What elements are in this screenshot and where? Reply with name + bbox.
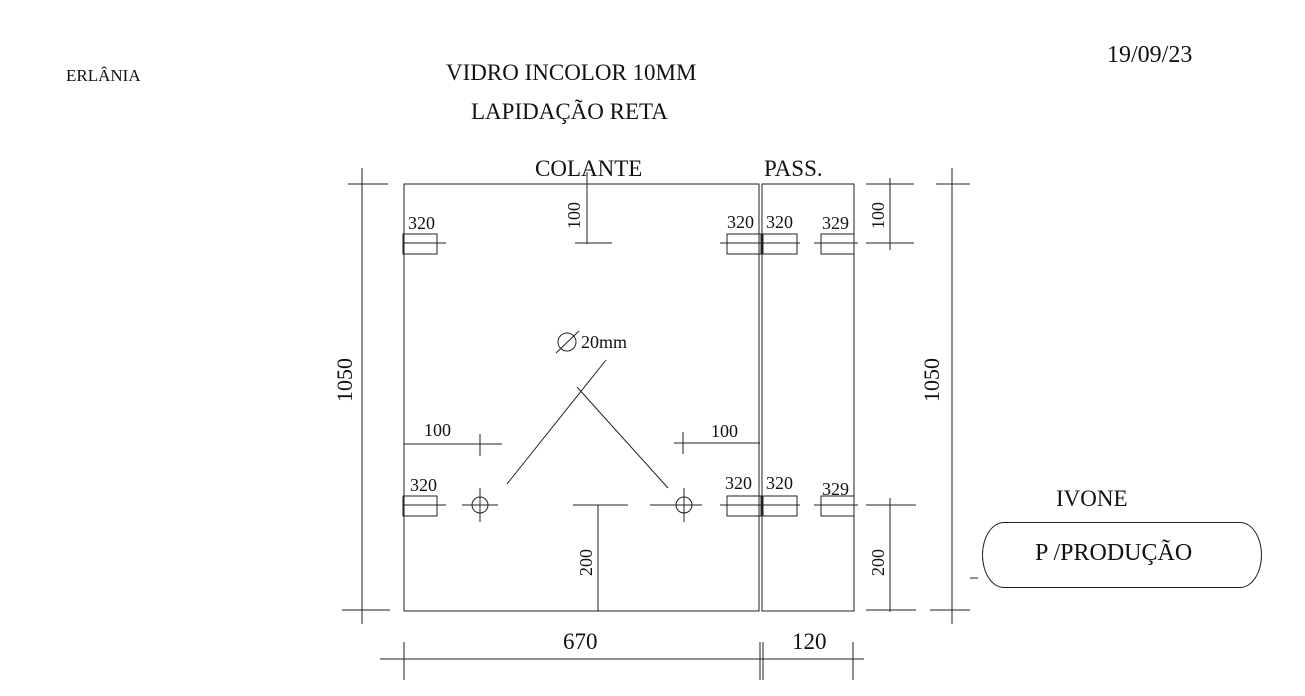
destination-label: P /PRODUÇÃO [1035,540,1193,566]
width-dimension [380,642,864,680]
hole-right [650,488,702,522]
hardware-bottom-left [402,495,438,517]
dim-bottom-right: 200 [868,549,888,576]
fixed-panel-outline [403,183,760,612]
hardware-label-bottom-right: 329 [822,479,849,499]
hardware-top-right [820,233,855,255]
dim-hole-offset-left: 100 [424,420,451,440]
hardware-label-bottom-mid-b: 320 [766,473,793,493]
label-colante: COLANTE [535,156,642,181]
client-name: ERLÂNIA [66,66,141,85]
hardware-top-mid-b [762,233,798,255]
glass-type-title: VIDRO INCOLOR 10MM [446,60,697,85]
sliding-panel-outline [761,183,855,612]
top-offset-center-marker [575,172,612,244]
height-dimension-left [342,168,390,624]
hardware-label-bottom-left: 320 [410,475,437,495]
hardware-label-top-right: 329 [822,213,849,233]
dim-height-left: 1050 [332,358,357,402]
hardware-label-bottom-mid-a: 320 [725,473,752,493]
bottom-offset-right-marker [866,498,916,612]
height-dimension-right [930,168,970,624]
label-pass: PASS. [764,156,823,181]
hardware-top-mid-a [726,233,762,255]
top-offset-right-marker [866,178,914,250]
dim-top-right: 100 [868,202,888,229]
dim-bottom-center: 200 [576,549,596,576]
hardware-label-top-mid-a: 320 [727,212,754,232]
hardware-bottom-right [820,495,855,517]
hardware-bottom-mid-b [762,495,798,517]
hardware-top-left [402,233,438,255]
dim-top-center: 100 [564,202,584,229]
hardware-bottom-mid-a [726,495,762,517]
dim-width-fixed: 670 [563,629,598,654]
dim-hole-diameter: 20mm [581,332,627,352]
date-label: 19/09/23 [1107,42,1193,68]
hole-left [462,488,498,522]
hole-offset-left-marker [404,434,502,456]
bottom-offset-center-marker [573,504,628,611]
finish-subtitle: LAPIDAÇÃO RETA [471,99,668,124]
hole-diameter-leader [506,359,669,489]
dim-hole-offset-right: 100 [711,421,738,441]
hardware-label-top-mid-b: 320 [766,212,793,232]
person-name: IVONE [1056,486,1128,511]
diameter-symbol-icon [555,330,580,354]
dim-width-sliding: 120 [792,629,827,654]
hole-offset-right-marker [674,432,760,454]
destination-badge [982,522,1262,588]
dim-height-right: 1050 [919,358,944,402]
hardware-label-top-left: 320 [408,213,435,233]
